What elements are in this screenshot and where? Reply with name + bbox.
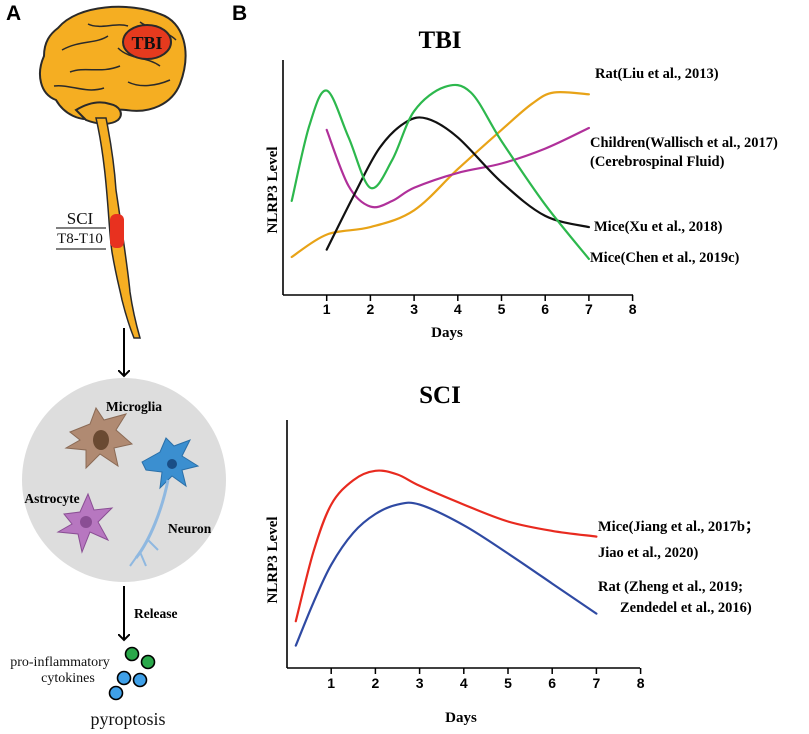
legend-label-children-wallisch: Children(Wallisch et al., 2017) — [590, 135, 778, 151]
release-label: Release — [134, 606, 177, 621]
series-lines — [294, 469, 598, 647]
x-tick-label: 4 — [460, 675, 468, 691]
neuron-icon — [129, 437, 200, 567]
x-tick-label: 4 — [454, 301, 462, 317]
x-tick-label: 7 — [593, 675, 601, 691]
legend-label-mice-jiang: Mice(Jiang et al., 2017b； — [598, 519, 760, 535]
x-tick-label: 1 — [323, 301, 331, 317]
y-axis-label: NLRP3 Level — [265, 516, 281, 603]
legend-label-rat-zheng-line2: Zendedel et al., 2016) — [620, 600, 752, 616]
series-line-0 — [294, 469, 598, 623]
panel-b: B TBI NLRP3 Level Days 1 2 3 4 5 6 7 8 Rat(Liu … — [232, 2, 778, 726]
y-axis-label: NLRP3 Level — [265, 146, 281, 233]
legend: Rat(Liu et al., 2013) Children(Wallisch … — [590, 66, 778, 266]
x-tick-label: 1 — [327, 675, 335, 691]
cytokine-dots — [108, 646, 156, 701]
series-lines — [290, 83, 590, 260]
x-tick-label: 8 — [629, 301, 637, 317]
legend-label-mice-chen: Mice(Chen et al., 2019c) — [590, 250, 740, 266]
astrocyte-label: Astrocyte — [24, 491, 79, 506]
microglia-icon — [64, 406, 134, 470]
sci-label: SCI — [67, 209, 94, 228]
x-tick-label: 5 — [504, 675, 512, 691]
x-tick-label: 5 — [498, 301, 506, 317]
neuron-label: Neuron — [168, 521, 212, 536]
pyroptosis-label: pyroptosis — [90, 709, 165, 729]
x-ticks: 1 2 3 4 5 6 7 8 — [323, 295, 637, 317]
astrocyte-icon — [56, 492, 114, 554]
legend-label-mice-jiang-line2: Jiao et al., 2020) — [598, 545, 698, 561]
panel-a-letter: A — [6, 2, 21, 25]
spinal-cord — [95, 117, 141, 339]
series-line-0 — [290, 90, 590, 259]
x-tick-label: 3 — [416, 675, 424, 691]
series-line-3 — [290, 83, 590, 260]
sci-lesion — [110, 214, 124, 248]
legend-label-mice-xu: Mice(Xu et al., 2018) — [594, 219, 723, 235]
brain-illustration: TBI — [39, 5, 187, 125]
chart-sci: SCI NLRP3 Level Days 1 2 3 4 5 6 7 8 Mice(Jiang… — [265, 382, 760, 726]
cytokines-label-line1: pro-inflammatory — [10, 655, 110, 670]
series-line-2 — [325, 116, 590, 251]
legend-label-children-wallisch-line2: (Cerebrospinal Fluid) — [590, 154, 725, 170]
chart-title: SCI — [419, 382, 461, 409]
chart-tbi: TBI NLRP3 Level Days 1 2 3 4 5 6 7 8 Rat(Liu et… — [265, 27, 778, 341]
x-tick-label: 2 — [367, 301, 375, 317]
series-line-1 — [294, 501, 598, 647]
x-tick-label: 2 — [372, 675, 380, 691]
legend-label-rat-zheng: Rat (Zheng et al., 2019; — [598, 579, 743, 595]
x-tick-label: 7 — [585, 301, 593, 317]
x-axis-label: Days — [445, 710, 477, 726]
legend-label-rat-liu: Rat(Liu et al., 2013) — [595, 66, 719, 82]
x-tick-label: 6 — [548, 675, 556, 691]
cytokines-label-line2: cytokines — [41, 671, 95, 686]
panel-b-letter: B — [232, 2, 247, 25]
x-axis-label: Days — [431, 325, 463, 341]
tbi-label: TBI — [131, 33, 162, 53]
x-tick-label: 8 — [637, 675, 645, 691]
legend: Mice(Jiang et al., 2017b； Jiao et al., 2… — [598, 519, 760, 616]
chart-title: TBI — [418, 27, 461, 54]
sci-segment-label: T8-T10 — [57, 231, 103, 247]
x-tick-label: 3 — [410, 301, 418, 317]
x-ticks: 1 2 3 4 5 6 7 8 — [327, 668, 645, 691]
panel-a: A TBI SCI T8-T10 Microglia — [6, 2, 226, 729]
microglia-label: Microglia — [106, 399, 162, 414]
x-tick-label: 6 — [541, 301, 549, 317]
